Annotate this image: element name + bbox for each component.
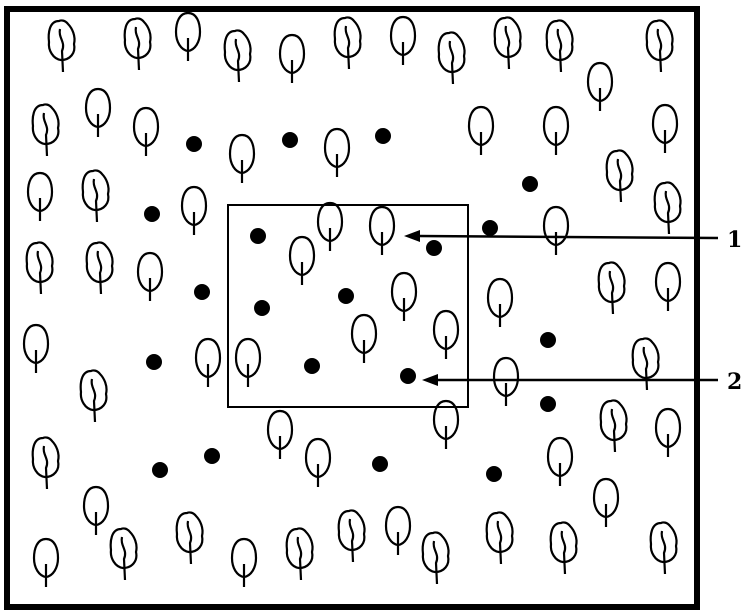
round-tree-icon xyxy=(488,279,512,327)
round-tree-icon xyxy=(28,173,52,221)
round-tree-icon xyxy=(469,107,493,155)
leafy-tree-icon xyxy=(81,370,107,422)
leafy-tree-icon xyxy=(125,18,151,70)
round-tree-icon xyxy=(230,135,254,183)
round-tree-icon xyxy=(656,409,680,457)
leafy-tree-icon xyxy=(27,242,53,294)
dot-icon xyxy=(482,220,498,236)
round-tree-icon xyxy=(24,325,48,373)
dot-icon xyxy=(144,206,160,222)
dot-icon xyxy=(204,448,220,464)
leafy-tree-icon xyxy=(655,182,681,234)
leafy-tree-icon xyxy=(83,170,109,222)
round-tree-icon xyxy=(138,253,162,301)
leafy-tree-icon xyxy=(633,338,659,390)
leafy-tree-icon xyxy=(339,510,365,562)
dot-icon xyxy=(282,132,298,148)
round-tree-icon xyxy=(391,17,415,65)
leafy-tree-icon xyxy=(547,20,573,72)
leafy-tree-icon xyxy=(607,150,633,202)
leafy-tree-icon xyxy=(551,522,577,574)
dot-icon xyxy=(372,456,388,472)
dot-icon xyxy=(186,136,202,152)
dot-icon xyxy=(426,240,442,256)
callout-1-label: 1 xyxy=(727,227,742,253)
round-tree-icon xyxy=(544,107,568,155)
leafy-tree-icon xyxy=(487,512,513,564)
dot-icon xyxy=(152,462,168,478)
leafy-tree-icon xyxy=(495,17,521,69)
round-tree-icon xyxy=(656,263,680,311)
dot-icon xyxy=(522,176,538,192)
leafy-tree-icon xyxy=(599,262,625,314)
round-tree-icon xyxy=(196,339,220,387)
round-tree-icon xyxy=(548,438,572,486)
round-tree-icon xyxy=(325,129,349,177)
round-tree-icon xyxy=(588,63,612,111)
round-tree-icon xyxy=(84,487,108,535)
leafy-tree-icon xyxy=(33,104,59,156)
leafy-tree-icon xyxy=(87,242,113,294)
round-tree-icon xyxy=(86,89,110,137)
leafy-tree-icon xyxy=(49,20,75,72)
round-tree-icon xyxy=(280,35,304,83)
leafy-tree-icon xyxy=(335,17,361,69)
round-tree-icon xyxy=(653,105,677,153)
dot-icon xyxy=(304,358,320,374)
leafy-tree-icon xyxy=(439,32,465,84)
round-tree-icon xyxy=(352,315,376,363)
dot-icon xyxy=(540,396,556,412)
round-tree-icon xyxy=(236,339,260,387)
leafy-tree-icon xyxy=(225,30,251,82)
callout-2-label: 2 xyxy=(727,369,742,395)
leafy-tree-icon xyxy=(111,528,137,580)
round-tree-icon xyxy=(370,207,394,255)
round-tree-icon xyxy=(34,539,58,587)
round-tree-icon xyxy=(434,311,458,359)
callout-2-arrow xyxy=(422,374,718,386)
leafy-tree-icon xyxy=(33,437,59,489)
leafy-tree-icon xyxy=(423,532,449,584)
dot-icon xyxy=(250,228,266,244)
round-tree-icon xyxy=(434,401,458,449)
round-tree-icon xyxy=(268,411,292,459)
round-tree-icon xyxy=(594,479,618,527)
leafy-tree-icon xyxy=(651,522,677,574)
round-tree-icon xyxy=(232,539,256,587)
dot-layer xyxy=(144,128,556,482)
round-tree-icon xyxy=(290,237,314,285)
dot-icon xyxy=(194,284,210,300)
round-tree-icon xyxy=(176,13,200,61)
dot-icon xyxy=(540,332,556,348)
round-tree-icon xyxy=(306,439,330,487)
dot-icon xyxy=(400,368,416,384)
round-tree-icon xyxy=(134,108,158,156)
dot-icon xyxy=(146,354,162,370)
leafy-tree-icon xyxy=(647,20,673,72)
dot-icon xyxy=(254,300,270,316)
round-tree-icon xyxy=(494,358,518,406)
round-tree-icon xyxy=(182,187,206,235)
round-tree-icon xyxy=(386,507,410,555)
round-tree-icon xyxy=(318,203,342,251)
round-tree-icon xyxy=(544,207,568,255)
dot-icon xyxy=(486,466,502,482)
leafy-tree-icon xyxy=(601,400,627,452)
callout-1-arrow xyxy=(404,230,718,242)
round-tree-icon xyxy=(392,273,416,321)
dot-icon xyxy=(338,288,354,304)
dot-icon xyxy=(375,128,391,144)
leafy-tree-icon xyxy=(287,528,313,580)
leafy-tree-icon xyxy=(177,512,203,564)
